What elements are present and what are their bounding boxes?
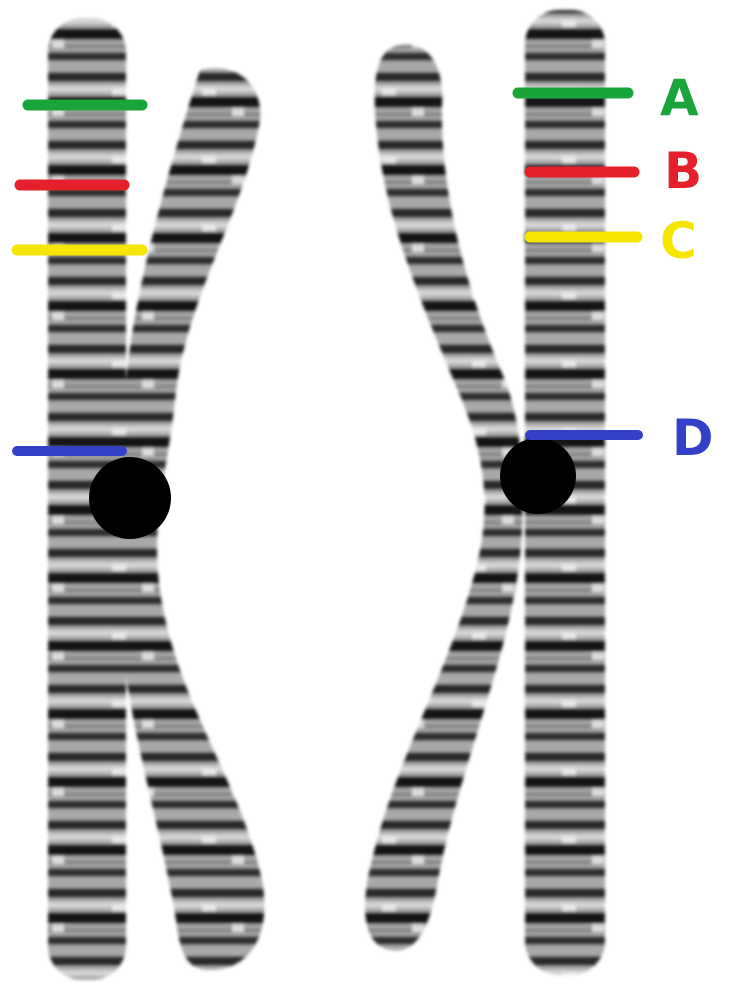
- marker-label-b: B: [664, 142, 702, 200]
- marker-label-c: C: [660, 212, 697, 270]
- right-centromere: [500, 438, 576, 514]
- marker-label-d: D: [672, 409, 714, 467]
- marker-label-a: A: [660, 69, 699, 127]
- left-centromere: [89, 457, 171, 539]
- right-chromatid-curved: [365, 44, 523, 950]
